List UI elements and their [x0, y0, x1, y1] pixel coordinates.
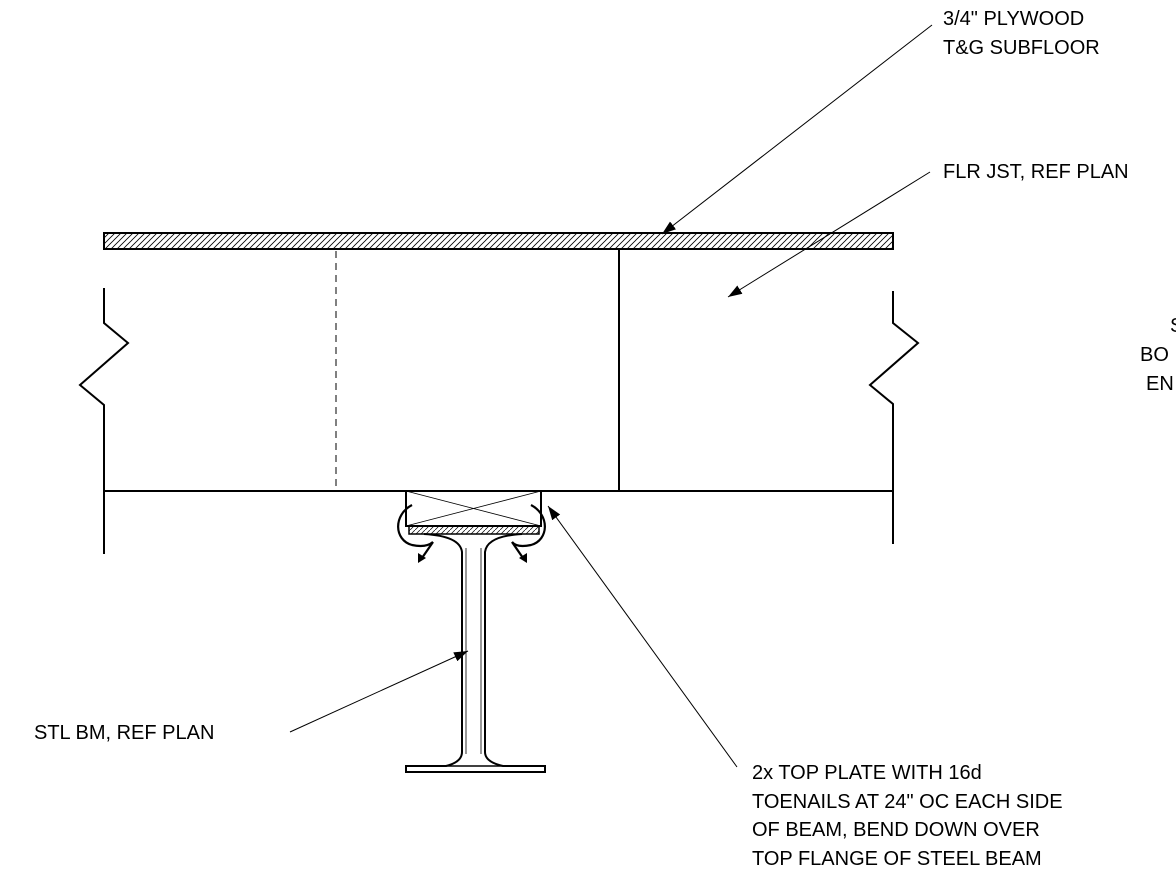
- steel-beam-web: [405, 533, 546, 773]
- side-note-label: S BO EN: [1140, 315, 1176, 395]
- left-break-line: [78, 288, 130, 554]
- top-plate-blocking: [405, 490, 542, 527]
- joist-label: FLR JST, REF PLAN: [943, 161, 1129, 183]
- top-plate-label: 2x TOP PLATE WITH 16d TOENAILS AT 24" OC…: [752, 762, 1068, 870]
- steel-top-flange: [408, 525, 540, 535]
- right-break-line: [868, 291, 920, 544]
- toenail-right-icon: [511, 504, 546, 563]
- leader-subfloor: [661, 24, 933, 235]
- leader-top-plate: [547, 505, 738, 768]
- leader-beam: [289, 650, 469, 733]
- leader-joist: [727, 171, 931, 298]
- steel-beam-web-inner: [465, 548, 482, 754]
- plywood-subfloor: [103, 232, 894, 250]
- toenail-left-icon: [397, 504, 434, 563]
- subfloor-label: 3/4" PLYWOOD T&G SUBFLOOR: [943, 8, 1100, 59]
- steel-bottom-flange: [405, 765, 546, 773]
- beam-label: STL BM, REF PLAN: [34, 722, 214, 744]
